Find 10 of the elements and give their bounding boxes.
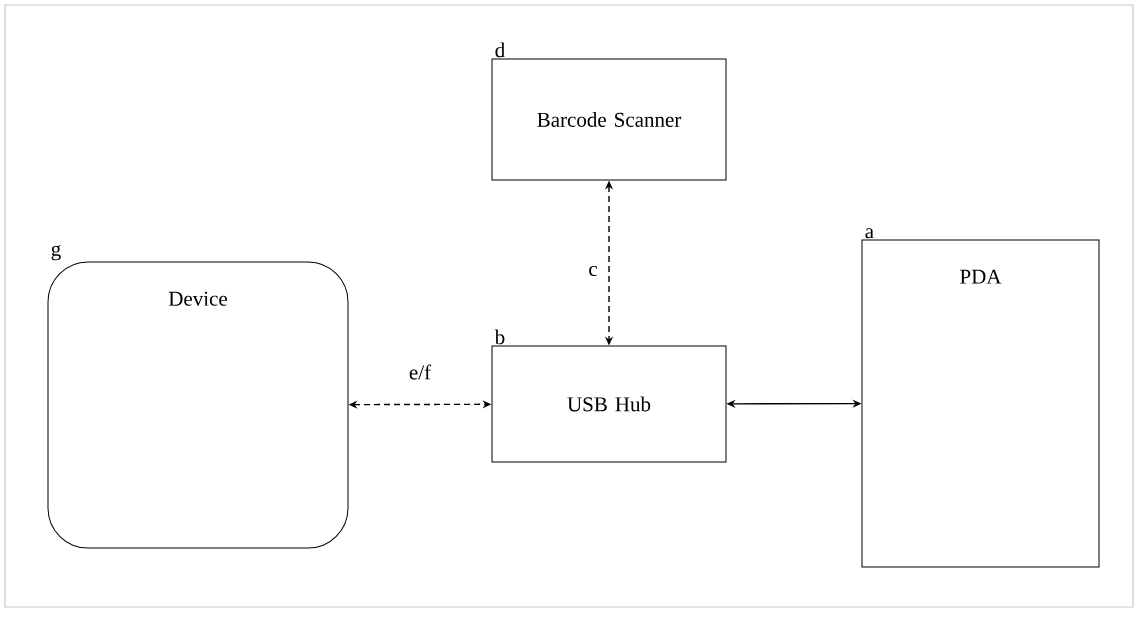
corner-letter: d [495, 42, 505, 58]
corner-letter: g [51, 245, 61, 261]
process-box: USB Hub [491, 345, 727, 463]
edge-label: e/f [409, 364, 432, 380]
corner-letter: a [865, 228, 874, 239]
process-box: Barcode Scanner [491, 58, 727, 181]
device-box: Device [47, 261, 349, 549]
corner-letter: b [494, 329, 505, 345]
process-box: PDA [861, 239, 1100, 568]
edge-label: c [589, 265, 597, 277]
